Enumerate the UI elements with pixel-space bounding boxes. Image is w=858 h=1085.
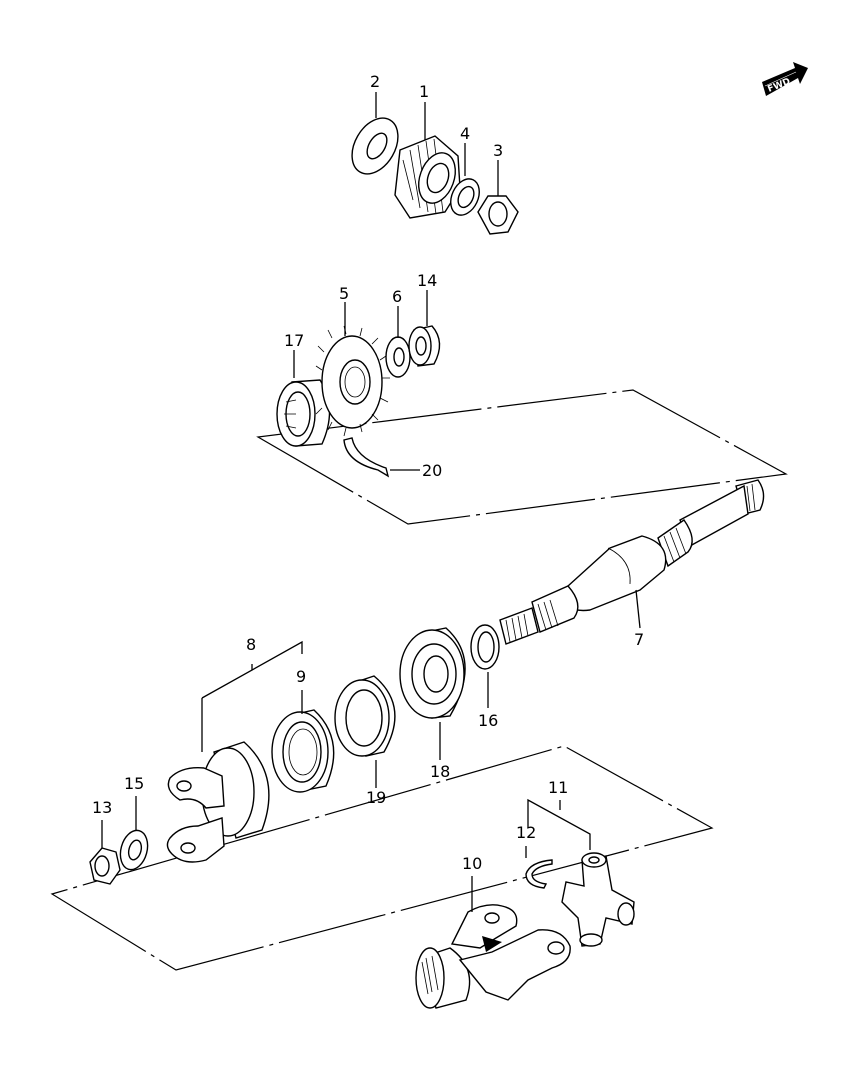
seal-part-9 bbox=[271, 709, 335, 793]
part-label-5: 5 bbox=[339, 284, 349, 303]
washer-part-6 bbox=[385, 336, 411, 378]
o-ring-part-16 bbox=[470, 624, 500, 670]
bearing-part-17 bbox=[276, 379, 331, 447]
part-label-9: 9 bbox=[296, 667, 306, 686]
gear-part-5 bbox=[315, 325, 390, 437]
part-label-16: 16 bbox=[478, 711, 498, 730]
circlip-part-12 bbox=[525, 859, 553, 889]
part-label-10: 10 bbox=[462, 854, 482, 873]
forward-gear-group bbox=[256, 290, 788, 525]
nut-part-3 bbox=[477, 195, 519, 235]
group-outline bbox=[256, 389, 788, 525]
part-label-12: 12 bbox=[516, 823, 536, 842]
washer-part-15 bbox=[119, 829, 149, 871]
part-label-14: 14 bbox=[417, 271, 437, 290]
part-label-2: 2 bbox=[370, 72, 380, 91]
washer-part-4 bbox=[450, 178, 480, 216]
fwd-arrow-icon: FWD bbox=[762, 62, 808, 96]
part-label-11: 11 bbox=[548, 778, 568, 797]
coupling-group bbox=[50, 640, 714, 1009]
group-outline bbox=[50, 745, 714, 971]
ball-bearing-part-18 bbox=[399, 627, 466, 719]
part-label-3: 3 bbox=[493, 141, 503, 160]
part-label-18: 18 bbox=[430, 762, 450, 781]
yoke-part-10 bbox=[415, 904, 571, 1009]
bearing-row-group bbox=[271, 624, 500, 793]
seal-part-19 bbox=[334, 675, 396, 757]
pinion-group bbox=[351, 92, 519, 235]
part-label-15: 15 bbox=[124, 774, 144, 793]
nut-part-13 bbox=[89, 847, 121, 885]
washer-part-14 bbox=[408, 325, 441, 367]
part-label-4: 4 bbox=[460, 124, 470, 143]
washer-part-2 bbox=[351, 117, 399, 175]
part-label-6: 6 bbox=[392, 287, 402, 306]
part-label-8: 8 bbox=[246, 635, 256, 654]
part-label-13: 13 bbox=[92, 798, 112, 817]
part-labels: 1 2 3 4 5 6 14 17 20 7 8 9 16 18 19 15 1… bbox=[92, 72, 644, 873]
part-label-17: 17 bbox=[284, 331, 304, 350]
universal-joint-part-11 bbox=[561, 852, 635, 947]
bevel-gear-part-1 bbox=[394, 135, 461, 219]
part-label-20: 20 bbox=[422, 461, 442, 480]
part-label-1: 1 bbox=[419, 82, 429, 101]
retaining-ring-part-20 bbox=[343, 437, 390, 478]
shaft-part-7 bbox=[499, 479, 765, 645]
yoke-part-8 bbox=[166, 741, 270, 863]
part-label-7: 7 bbox=[634, 630, 644, 649]
part-label-19: 19 bbox=[366, 788, 386, 807]
